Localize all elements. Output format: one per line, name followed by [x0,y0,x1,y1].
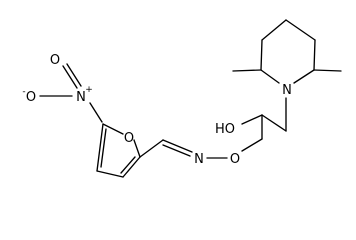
bond-choh-ch2 [261,114,287,132]
bond-o1-c2 [133,139,141,158]
atom-nitro-n: N [76,90,86,105]
bond-c2-c3-b [120,156,136,174]
atom-nitro-o-left: O [26,90,36,105]
bond-c3-c4 [96,170,124,178]
bond-c6-n [293,69,315,84]
structure-canvas: O O - N + O N O HO N [22,19,342,178]
charge-nitro-n: + [85,85,93,95]
atom-furan-o: O [124,131,134,146]
atom-nitro-o-top: O [50,53,60,68]
bond-c5-o1 [102,123,124,135]
bond-c5pip-c6 [313,39,316,71]
bond-c2pip-c3 [260,39,263,71]
bond-c2pip-methyl [232,69,262,72]
charge-nitro-o-left: - [22,87,25,97]
bond-n-o-top-b [66,63,82,87]
bond-c4-c5-b [100,128,107,168]
chemical-structure: O O - N + O N O HO N [22,19,342,178]
bond-c3-c4 [261,19,287,41]
atom-oxime-o: O [230,152,240,167]
bond-ch-n-a [162,139,193,153]
bond-n-c5 [89,102,103,123]
bond-ch-n-b [162,144,191,157]
bond-n-c2pip [260,69,280,84]
bond-c2-c3-a [122,156,141,178]
bond-c2-ch [139,139,164,158]
bond-o-ch2 [241,138,263,152]
bond-c4-c5pip [285,19,316,41]
bond-c4-c5-a [96,123,104,172]
bond-choh-oh [241,114,263,125]
bonds [39,19,342,178]
atom-hydroxyl: HO [215,122,235,137]
atom-imine-n: N [194,152,204,167]
atom-piperidine-n: N [282,83,292,98]
bond-n-o-top-a [62,65,78,89]
atom-labels: O O - N + O N O HO N [22,53,291,167]
bond-c6-methyl [313,69,342,72]
